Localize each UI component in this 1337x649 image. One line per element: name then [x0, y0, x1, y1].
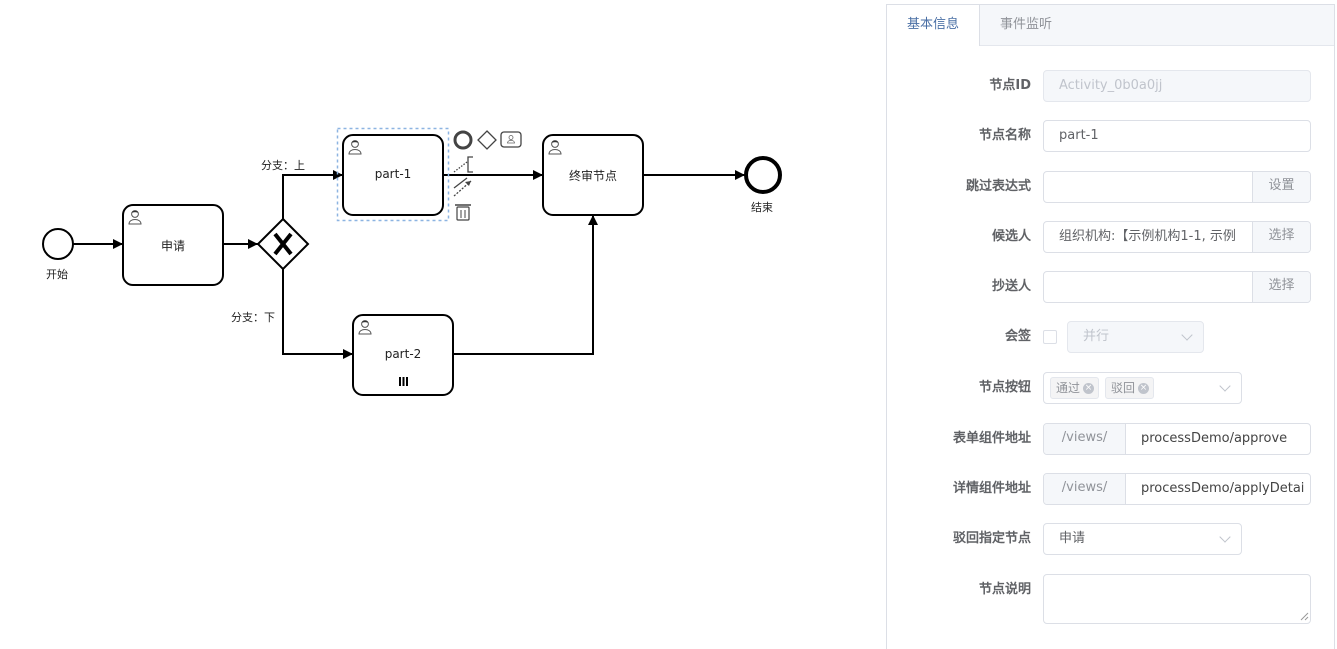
node-buttons-select[interactable]: 通过×驳回×: [1043, 372, 1242, 404]
end-event-label: 结束: [751, 201, 773, 214]
tag-pass: 通过×: [1050, 376, 1100, 399]
task-label: part-2: [384, 347, 422, 361]
flow-label-down: 分支：下: [231, 311, 275, 324]
field-label: 节点说明: [978, 582, 1031, 597]
task-label: 申请: [160, 239, 185, 253]
sequence-flow-part2-final[interactable]: [453, 215, 598, 355]
detail-path-prefix: /views/: [1044, 474, 1126, 504]
panel-tabs: 基本信息 事件监听: [887, 5, 1334, 46]
field-skip-expression: 跳过表达式 设置: [887, 171, 1336, 203]
cc-group: 选择: [1043, 271, 1311, 303]
diagram-svg: [42, 127, 782, 396]
delete-icon[interactable]: [455, 204, 471, 221]
close-icon[interactable]: ×: [1138, 382, 1150, 394]
close-icon[interactable]: ×: [1083, 382, 1095, 394]
field-label: 跳过表达式: [965, 179, 1031, 194]
skip-expression-set-button[interactable]: 设置: [1252, 172, 1310, 202]
candidates-group: 组织机构:【示例机构1-1, 示例 选择: [1043, 221, 1311, 253]
field-description: 节点说明: [887, 574, 1336, 624]
task-label: part-1: [374, 167, 412, 181]
end-event[interactable]: [744, 156, 782, 194]
field-label: 表单组件地址: [952, 431, 1031, 446]
tab-basic-info[interactable]: 基本信息: [887, 5, 981, 46]
node-name-input[interactable]: part-1: [1043, 120, 1311, 152]
field-cc: 抄送人 选择: [887, 271, 1336, 303]
task-label: 终审节点: [568, 169, 617, 183]
tab-event-listener[interactable]: 事件监听: [1000, 17, 1053, 32]
detail-path-input[interactable]: processDemo/applyDetai: [1141, 481, 1304, 496]
field-label: 候选人: [991, 229, 1031, 244]
tag-label: 通过: [1056, 380, 1081, 395]
form-path-group: /views/ processDemo/approve: [1043, 423, 1311, 455]
field-countersign: 会签 并行: [887, 321, 1336, 353]
field-reject-node: 驳回指定节点 申请: [887, 523, 1336, 555]
countersign-checkbox[interactable]: [1043, 330, 1057, 344]
gateway-icon[interactable]: [477, 130, 497, 150]
end-event-icon[interactable]: [453, 130, 473, 150]
task-icon[interactable]: [500, 131, 522, 148]
countersign-mode-select: 并行: [1067, 321, 1204, 353]
detail-path-group: /views/ processDemo/applyDetai: [1043, 473, 1311, 505]
bpmn-canvas[interactable]: 开始 结束 分支：上 分支：下 申请 part-1 part-2 终审节点: [0, 0, 886, 649]
text-annotation-icon[interactable]: [453, 156, 473, 173]
resize-handle-icon[interactable]: [1300, 612, 1309, 621]
tag-reject: 驳回×: [1105, 376, 1155, 399]
task-final[interactable]: [542, 134, 644, 216]
exclusive-gateway[interactable]: [256, 217, 310, 271]
context-pad: [453, 130, 522, 221]
field-node-buttons: 节点按钮 通过×驳回×: [887, 372, 1336, 404]
countersign-mode-value: 并行: [1083, 329, 1110, 344]
field-detail-path: 详情组件地址 /views/ processDemo/applyDetai: [887, 473, 1336, 505]
field-label: 驳回指定节点: [952, 531, 1031, 546]
gateway-x-icon: [273, 232, 293, 256]
properties-panel: 基本信息 事件监听 节点ID Activity_0b0a0jj 节点名称 par…: [886, 4, 1335, 649]
field-candidates: 候选人 组织机构:【示例机构1-1, 示例 选择: [887, 221, 1336, 253]
task-part2[interactable]: [352, 314, 454, 396]
chevron-down-icon: [1219, 380, 1231, 392]
tag-label: 驳回: [1111, 380, 1136, 395]
skip-expression-group: 设置: [1043, 171, 1311, 203]
start-event-label: 开始: [46, 268, 68, 281]
node-id-input: Activity_0b0a0jj: [1043, 70, 1311, 102]
task-part1[interactable]: [336, 127, 450, 222]
cc-select-button[interactable]: 选择: [1252, 272, 1310, 302]
candidates-input[interactable]: 组织机构:【示例机构1-1, 示例: [1059, 229, 1236, 244]
selection-outline: [336, 127, 450, 222]
sequence-flow-branch-up[interactable]: [282, 170, 343, 219]
field-node-id: 节点ID Activity_0b0a0jj: [887, 70, 1336, 102]
field-label: 会签: [1004, 329, 1031, 344]
chevron-down-icon: [1219, 531, 1231, 543]
description-textarea[interactable]: [1043, 574, 1311, 624]
parallel-multi-instance-icon: [399, 377, 408, 386]
flow-label-up: 分支：上: [261, 159, 305, 172]
field-label: 节点ID: [989, 78, 1031, 93]
field-label: 节点按钮: [978, 380, 1031, 395]
field-label: 抄送人: [991, 279, 1031, 294]
connect-icon[interactable]: [453, 177, 472, 197]
field-label: 节点名称: [978, 128, 1031, 143]
field-node-name: 节点名称 part-1: [887, 120, 1336, 152]
reject-node-select[interactable]: 申请: [1043, 523, 1242, 555]
sequence-flow-branch-down[interactable]: [282, 269, 353, 359]
candidates-select-button[interactable]: 选择: [1252, 222, 1310, 252]
task-apply[interactable]: [122, 204, 224, 286]
form-path-prefix: /views/: [1044, 424, 1126, 454]
start-event[interactable]: [42, 228, 74, 260]
chevron-down-icon: [1181, 329, 1193, 341]
reject-node-value: 申请: [1059, 531, 1086, 546]
form-path-input[interactable]: processDemo/approve: [1141, 431, 1288, 446]
field-label: 详情组件地址: [952, 481, 1031, 496]
field-form-path: 表单组件地址 /views/ processDemo/approve: [887, 423, 1336, 455]
